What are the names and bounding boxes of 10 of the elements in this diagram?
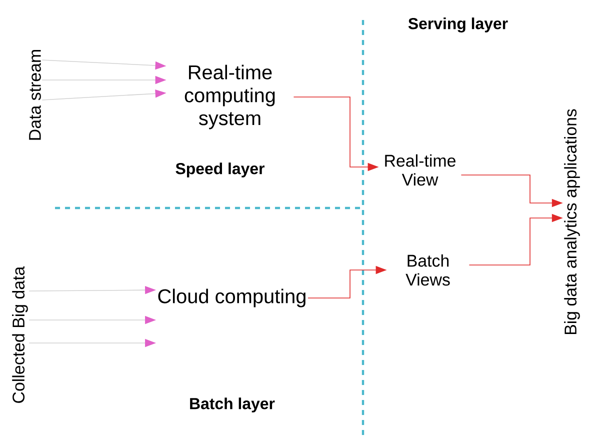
layer-label: Serving layer xyxy=(408,18,508,32)
node-text: Data stream xyxy=(29,50,41,140)
node-text: Batch Views xyxy=(406,254,450,286)
node-text: Real-time View xyxy=(385,154,456,186)
layer-label: Batch layer xyxy=(190,398,275,412)
node-text: Collected Big data xyxy=(12,266,28,403)
node-text: Real-time computing system xyxy=(184,64,275,130)
node-text: Big data analytics applications xyxy=(564,109,580,334)
layer-label: Speed layer xyxy=(176,162,264,178)
node-text: Cloud computing xyxy=(158,288,306,308)
